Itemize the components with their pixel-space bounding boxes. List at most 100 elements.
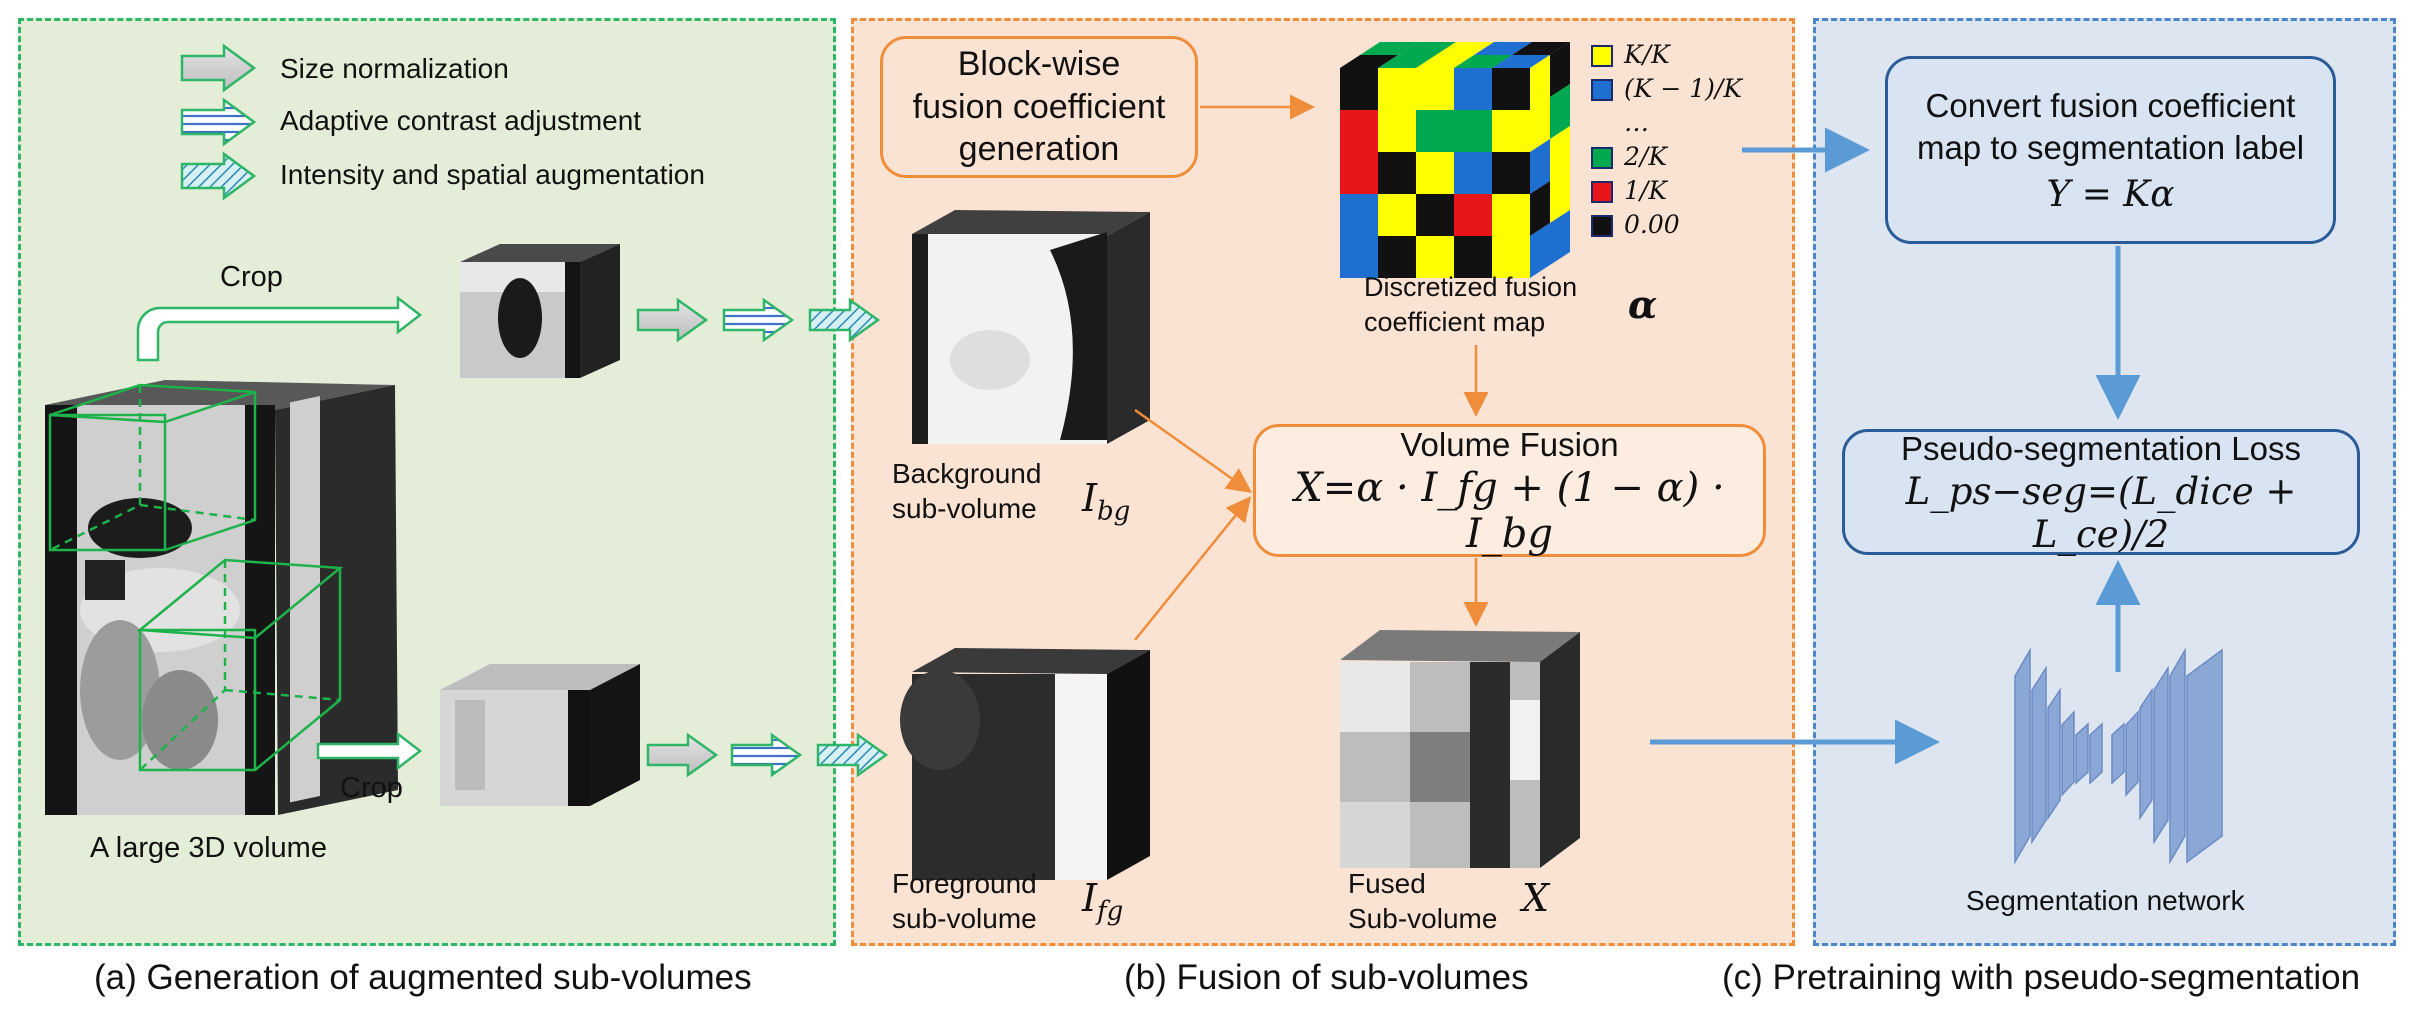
volume-fusion-box: Volume Fusion X=α · I_fg + (1 − α) · I_b…	[1253, 424, 1766, 557]
cropped-cube-top	[460, 244, 620, 378]
color-legend-label: 0.00	[1624, 210, 1680, 239]
coeff-map-label-line-2: coefficient map	[1364, 307, 1546, 338]
convert-label-box: Convert fusion coefficient map to segmen…	[1885, 56, 2336, 244]
legend-size-arrow-icon	[180, 43, 257, 93]
coeff-block-side	[1530, 55, 1550, 110]
coeff-block-side	[1550, 210, 1570, 265]
foreground-symbol: Ifg	[1082, 876, 1123, 928]
coeff-block	[1492, 236, 1530, 278]
block-wise-line-1: Block-wise	[957, 45, 1121, 84]
coeff-block-top	[1454, 55, 1512, 68]
foreground-symbol-main: I	[1082, 876, 1098, 920]
coeff-block-top	[1378, 55, 1436, 68]
background-symbol: Ibg	[1082, 476, 1130, 528]
coeff-block-top	[1474, 42, 1532, 55]
coeff-block	[1492, 110, 1530, 152]
coeff-block	[1416, 110, 1454, 152]
coeff-block	[1340, 152, 1378, 194]
block-wise-line-3: generation	[958, 130, 1120, 169]
background-symbol-main: I	[1082, 476, 1098, 520]
color-swatch	[1591, 215, 1613, 237]
coeff-block-top	[1416, 55, 1474, 68]
alpha-symbol: α	[1628, 282, 1658, 327]
coeff-block	[1378, 194, 1416, 236]
coeff-block	[1378, 110, 1416, 152]
coeff-map-label-line-1: Discretized fusion	[1364, 272, 1578, 302]
convert-line-2: map to segmentation label	[1916, 128, 2305, 166]
coeff-block	[1492, 194, 1530, 236]
background-label: Background sub-volume	[892, 456, 1041, 526]
fused-label-line-1: Fused	[1348, 868, 1426, 899]
color-legend-label: K/K	[1624, 40, 1670, 69]
coeff-block-top	[1360, 42, 1418, 55]
block-wise-line-2: fusion coefficient	[912, 87, 1166, 126]
coeff-block-side	[1530, 223, 1550, 278]
augmentation-arrow-top-icon	[808, 297, 881, 343]
caption-c: (c) Pretraining with pseudo-segmentation	[1722, 958, 2361, 997]
coeff-block	[1454, 152, 1492, 194]
contrast-arrow-bottom-icon	[730, 732, 803, 778]
segmentation-network-icon	[2014, 647, 2223, 865]
fused-symbol: X	[1522, 876, 1550, 920]
coeff-block	[1340, 194, 1378, 236]
coeff-block	[1378, 152, 1416, 194]
augmentation-arrow-bottom-icon	[816, 732, 889, 778]
fused-sub-volume-cube	[1340, 630, 1580, 868]
coeff-block-side	[1550, 168, 1570, 223]
background-symbol-sub: bg	[1097, 496, 1131, 527]
contrast-arrow-top-icon	[722, 297, 795, 343]
coeff-block	[1454, 236, 1492, 278]
legend-contrast-adjustment: Adaptive contrast adjustment	[280, 105, 642, 136]
coeff-block-side	[1550, 84, 1570, 139]
legend-contrast-arrow-icon	[180, 97, 257, 147]
crop-top-label: Crop	[220, 261, 283, 293]
coeff-block	[1416, 194, 1454, 236]
pseudo-segmentation-loss-box: Pseudo-segmentation Loss L_ps−seg=(L_dic…	[1842, 429, 2360, 556]
coeff-block	[1340, 68, 1378, 110]
coeff-block	[1454, 194, 1492, 236]
background-label-line-1: Background	[892, 458, 1042, 489]
coeff-block	[1416, 68, 1454, 110]
legend-size-normalization: Size normalization	[280, 53, 509, 84]
fused-label-line-2: Sub-volume	[1348, 903, 1498, 934]
coeff-block-side	[1530, 97, 1550, 152]
coeff-block	[1416, 152, 1454, 194]
coeff-block	[1378, 68, 1416, 110]
coeff-block-side	[1530, 181, 1550, 236]
color-legend-label: 2/K	[1624, 142, 1668, 171]
caption-b: (b) Fusion of sub-volumes	[1124, 958, 1529, 997]
coeff-block	[1340, 110, 1378, 152]
coeff-block-top	[1492, 55, 1550, 68]
foreground-symbol-sub: fg	[1097, 896, 1124, 927]
color-swatch	[1591, 147, 1613, 169]
color-swatch	[1591, 45, 1613, 67]
crop-bottom-label: Crop	[340, 772, 403, 804]
color-swatch	[1591, 79, 1613, 101]
foreground-label-line-2: sub-volume	[892, 903, 1037, 934]
loss-equation: L_ps−seg=(L_dice + L_ce)/2	[1905, 469, 2297, 556]
legend-augmentation-arrow-icon	[180, 151, 257, 201]
fused-label: Fused Sub-volume	[1348, 866, 1497, 936]
segmentation-network-label: Segmentation network	[1966, 885, 2245, 916]
coeff-block-top	[1340, 55, 1398, 68]
color-swatch	[1591, 181, 1613, 203]
coeff-block-side	[1530, 139, 1550, 194]
foreground-label-line-1: Foreground	[892, 868, 1037, 899]
coeff-block	[1454, 68, 1492, 110]
foreground-label: Foreground sub-volume	[892, 866, 1037, 936]
crop-top-arrow-icon	[136, 295, 423, 362]
coeff-block-top	[1398, 42, 1456, 55]
loss-title: Pseudo-segmentation Loss	[1901, 430, 2301, 468]
block-wise-generation-box: Block-wise fusion coefficient generation	[880, 36, 1198, 178]
coeff-block	[1492, 152, 1530, 194]
color-legend-label: (K − 1)/K	[1624, 74, 1743, 103]
convert-equation: Y = Kα	[2046, 173, 2175, 215]
cropped-cube-bottom	[440, 664, 640, 806]
arrow-foreground-to-fusion	[1134, 496, 1252, 641]
legend-augmentation: Intensity and spatial augmentation	[280, 159, 705, 190]
coeff-block-side	[1550, 126, 1570, 181]
coeff-block	[1340, 236, 1378, 278]
fusion-coefficient-color-legend	[1591, 45, 1613, 237]
size-arrow-top-icon	[636, 297, 709, 343]
